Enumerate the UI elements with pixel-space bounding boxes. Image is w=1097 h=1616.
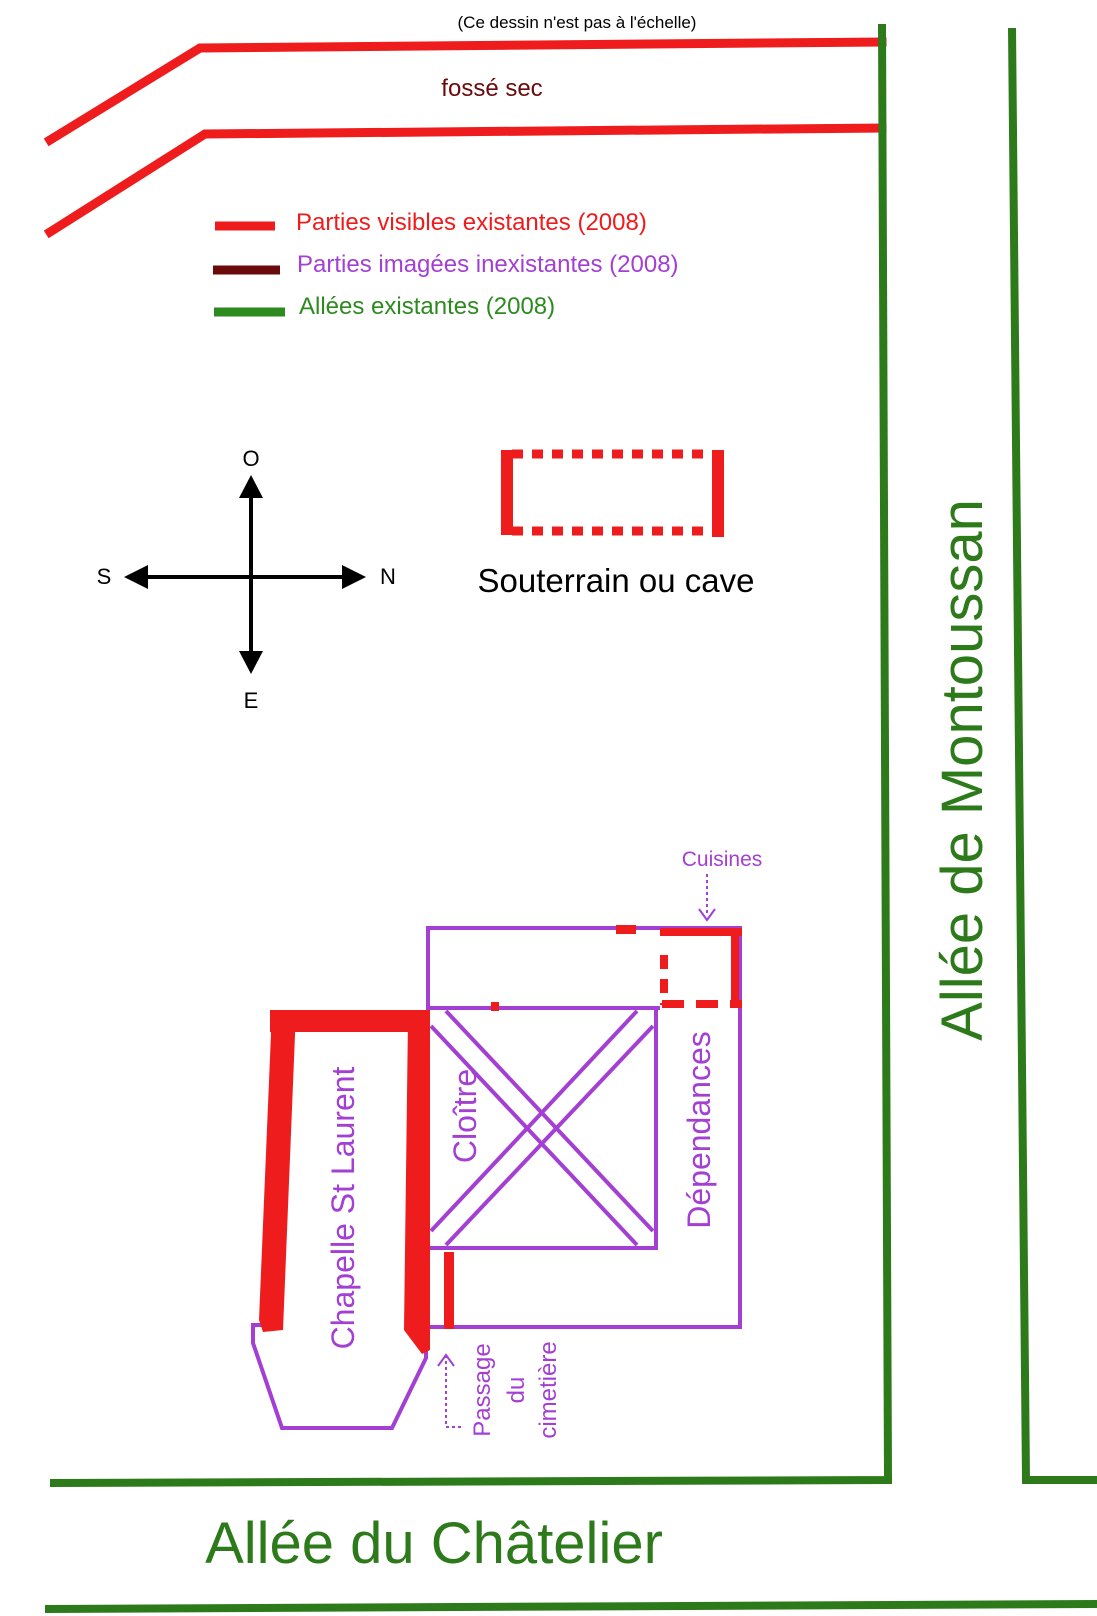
cloister-gallery-diag-2a bbox=[429, 1009, 639, 1233]
allee-chatelier-edge-bottom bbox=[44, 1600, 1097, 1613]
dependances-label: Dépendances bbox=[681, 1031, 717, 1228]
compass-rose bbox=[124, 475, 366, 674]
allee-montoussan-label: Allée de Montoussan bbox=[930, 499, 995, 1041]
legend-label-paths: Allées existantes (2008) bbox=[299, 293, 555, 320]
compass-arrow-south bbox=[124, 565, 148, 589]
compass-label-north: N bbox=[380, 564, 396, 589]
chapel-label: Chapelle St Laurent bbox=[325, 1066, 361, 1349]
compass-arrow-west bbox=[239, 475, 263, 498]
compass-arrow-north bbox=[342, 565, 366, 589]
compass-label-west: O bbox=[242, 446, 259, 471]
cloister-galleries bbox=[429, 1009, 655, 1247]
allee-montoussan-path bbox=[49, 23, 1097, 1487]
cloister-gallery-diag-2b bbox=[444, 1024, 655, 1247]
passage-pointer-line bbox=[445, 1354, 461, 1428]
passage-label-line-3: cimetière bbox=[535, 1341, 562, 1438]
scale-note: (Ce dessin n'est pas à l'échelle) bbox=[458, 13, 697, 32]
allee-chatelier-label: Allée du Châtelier bbox=[205, 1511, 663, 1576]
wall-stub-cloister bbox=[491, 1002, 499, 1011]
passage-wall bbox=[444, 1252, 454, 1329]
legend-label-visible: Parties visibles existantes (2008) bbox=[296, 209, 647, 236]
passage-pointer-head bbox=[437, 1353, 455, 1367]
compass-arrow-east bbox=[239, 651, 263, 674]
chapel-wall-left bbox=[259, 1010, 296, 1332]
passage-label-line-2: du bbox=[503, 1377, 530, 1404]
cloister-gallery-diag-1b bbox=[444, 1009, 655, 1233]
cuisines-label: Cuisines bbox=[682, 848, 763, 871]
allee-montoussan-edge-right bbox=[1008, 27, 1097, 1484]
cloister-gallery-diag-1a bbox=[429, 1024, 639, 1247]
allee-montoussan-edge-left bbox=[49, 23, 893, 1487]
cellar-label: Souterrain ou cave bbox=[477, 562, 754, 599]
chapel-wall-right bbox=[404, 1012, 430, 1354]
cloister-label: Cloître bbox=[447, 1069, 483, 1163]
moat-label: fossé sec bbox=[441, 75, 542, 102]
legend: Parties visibles existantes (2008) Parti… bbox=[213, 209, 679, 320]
cuisines-cellar-walls bbox=[660, 928, 742, 1008]
wall-stub-upper bbox=[616, 925, 636, 934]
cuisines-pointer-head bbox=[698, 908, 716, 922]
compass-label-south: S bbox=[97, 564, 112, 589]
existing-walls bbox=[259, 925, 636, 1354]
chapel-apse-outline bbox=[251, 1323, 428, 1430]
moat-wall-upper bbox=[43, 37, 887, 147]
cellar-symbol bbox=[501, 449, 724, 537]
chapel-wall-top bbox=[270, 1010, 430, 1032]
moat-wall-lower bbox=[43, 123, 887, 239]
passage-label-line-1: Passage bbox=[469, 1343, 496, 1436]
moat-walls bbox=[43, 37, 887, 239]
legend-label-imaged: Parties imagées inexistantes (2008) bbox=[297, 251, 679, 278]
compass-label-east: E bbox=[244, 688, 259, 713]
